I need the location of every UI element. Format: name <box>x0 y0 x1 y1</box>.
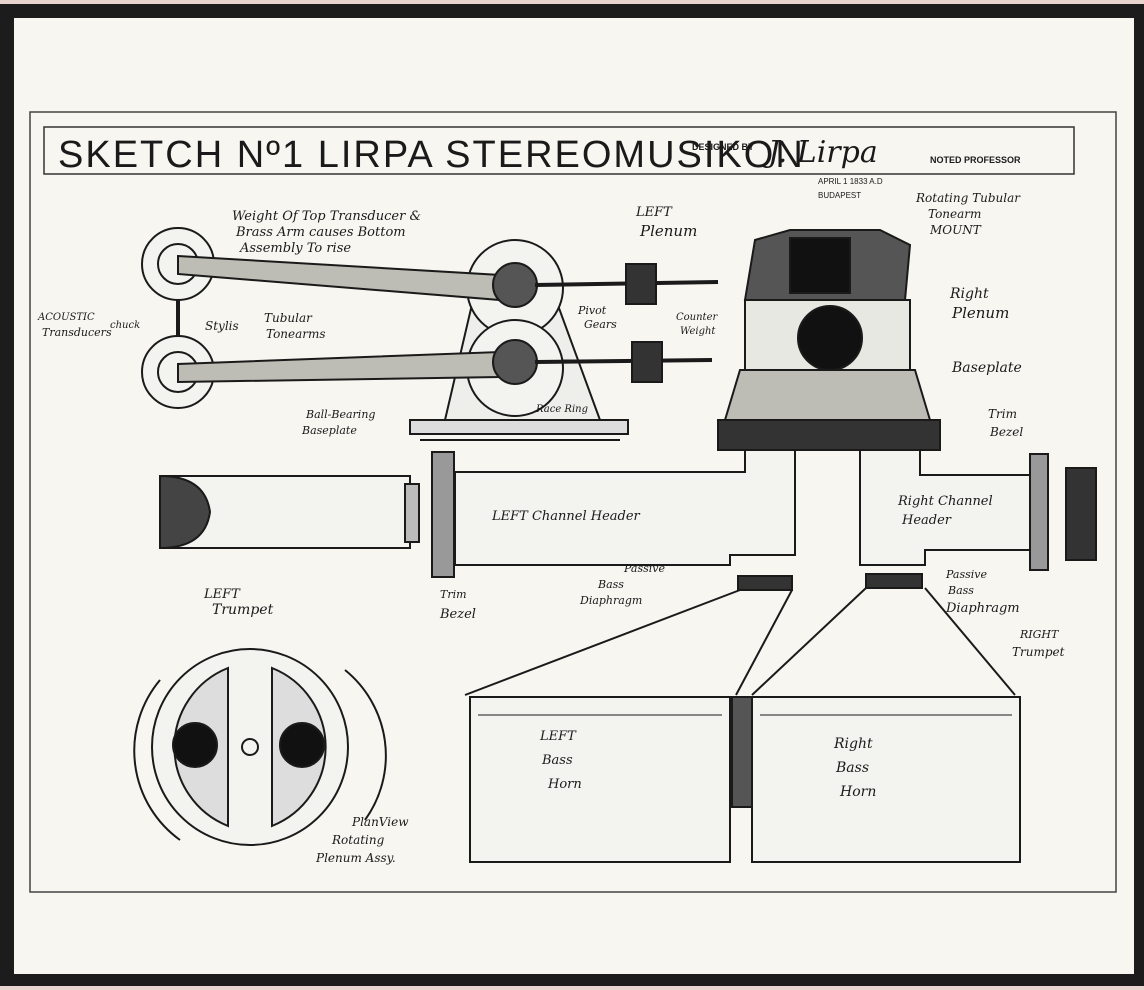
pivot-label-1: Pivot <box>577 304 607 317</box>
left-bass-horn-label-2: Bass <box>541 753 573 768</box>
passive-right-label-1: Passive <box>945 568 987 581</box>
passive-left-label-1: Passive <box>623 562 665 575</box>
right-bass-horn-label-1: Right <box>833 736 873 752</box>
counterweight-label-1: Counter <box>676 312 718 323</box>
title-box <box>43 126 1075 175</box>
tonearm-assembly <box>141 227 719 441</box>
designer-signature: J. Lirpa <box>762 135 878 170</box>
passive-right-label-3: Diaphragm <box>945 601 1020 616</box>
plenum-assembly <box>717 229 941 451</box>
left-bass-horn-label-3: Horn <box>547 777 582 792</box>
pivot-label-2: Gears <box>584 318 617 331</box>
right-header-label-2: Header <box>901 513 952 528</box>
plan-view <box>133 648 387 846</box>
left-trumpet-label-1: LEFT <box>203 587 241 602</box>
passive-left-label-2: Bass <box>597 578 624 591</box>
ball-bearing-label-1: Ball-Bearing <box>305 408 375 421</box>
weight-note-line-1: Weight Of Top Transducer & <box>232 209 421 224</box>
tubular-label-2: Tonearms <box>266 327 326 341</box>
design-date: APRIL 1 1833 A.D <box>818 177 883 186</box>
rotating-label-1: Rotating Tubular <box>915 191 1021 205</box>
trim-bezel-left-label-1: Trim <box>440 588 467 601</box>
left-trumpet-label-2: Trumpet <box>212 602 274 618</box>
right-bass-horn-label-3: Horn <box>839 784 876 800</box>
acoustic-label-1: ACOUSTIC <box>37 312 95 323</box>
acoustic-label-2: Transducers <box>42 326 112 339</box>
bass-horns <box>464 587 1021 863</box>
weight-note-line-2: Brass Arm causes Bottom <box>235 225 406 240</box>
left-bass-horn-label-1: LEFT <box>539 729 577 744</box>
left-plenum-label-1: LEFT <box>635 205 673 220</box>
stylus-label: Stylis <box>205 319 239 333</box>
rotating-label-2: Tonearm <box>928 207 981 221</box>
rotating-label-3: MOUNT <box>929 223 982 237</box>
trim-bezel-left-label-2: Bezel <box>439 607 476 622</box>
designer-role: NOTED PROFESSOR <box>930 155 1021 165</box>
right-bass-horn-label-2: Bass <box>835 760 869 776</box>
right-trumpet-label-2: Trumpet <box>1012 645 1065 659</box>
passive-left-label-3: Diaphragm <box>579 594 642 607</box>
channel-headers <box>431 449 1097 591</box>
planview-label-1: PlanView <box>351 815 409 829</box>
race-ring-label: Race Ring <box>535 404 588 415</box>
right-plenum-label-1: Right <box>949 286 989 302</box>
tubular-label-1: Tubular <box>264 311 313 325</box>
right-trumpet-label-1: RIGHT <box>1019 628 1060 641</box>
design-place: BUDAPEST <box>818 191 861 200</box>
right-plenum-label-2: Plenum <box>951 304 1009 322</box>
left-trumpet <box>159 474 420 550</box>
trim-bezel-right-label-1: Trim <box>988 407 1017 421</box>
passive-right-label-2: Bass <box>947 584 974 597</box>
baseplate-label: Baseplate <box>951 360 1022 376</box>
sketch-title: SKETCH Nº1 LIRPA STEREOMUSIKON <box>58 134 805 176</box>
planview-label-2: Rotating <box>331 833 385 847</box>
counterweight-label-2: Weight <box>680 326 716 337</box>
ball-bearing-label-2: Baseplate <box>301 424 357 437</box>
weight-note-line-3: Assembly To rise <box>239 241 351 256</box>
trim-bezel-right-label-2: Bezel <box>989 425 1023 439</box>
planview-label-3: Plenum Assy. <box>315 851 396 865</box>
left-plenum-label-2: Plenum <box>639 222 697 240</box>
inner-border <box>29 111 1117 893</box>
chuck-label: chuck <box>110 320 140 331</box>
designed-by-label: DESIGNED BY <box>692 142 754 152</box>
right-header-label-1: Right Channel <box>897 494 993 509</box>
left-header-label: LEFT Channel Header <box>491 509 641 524</box>
